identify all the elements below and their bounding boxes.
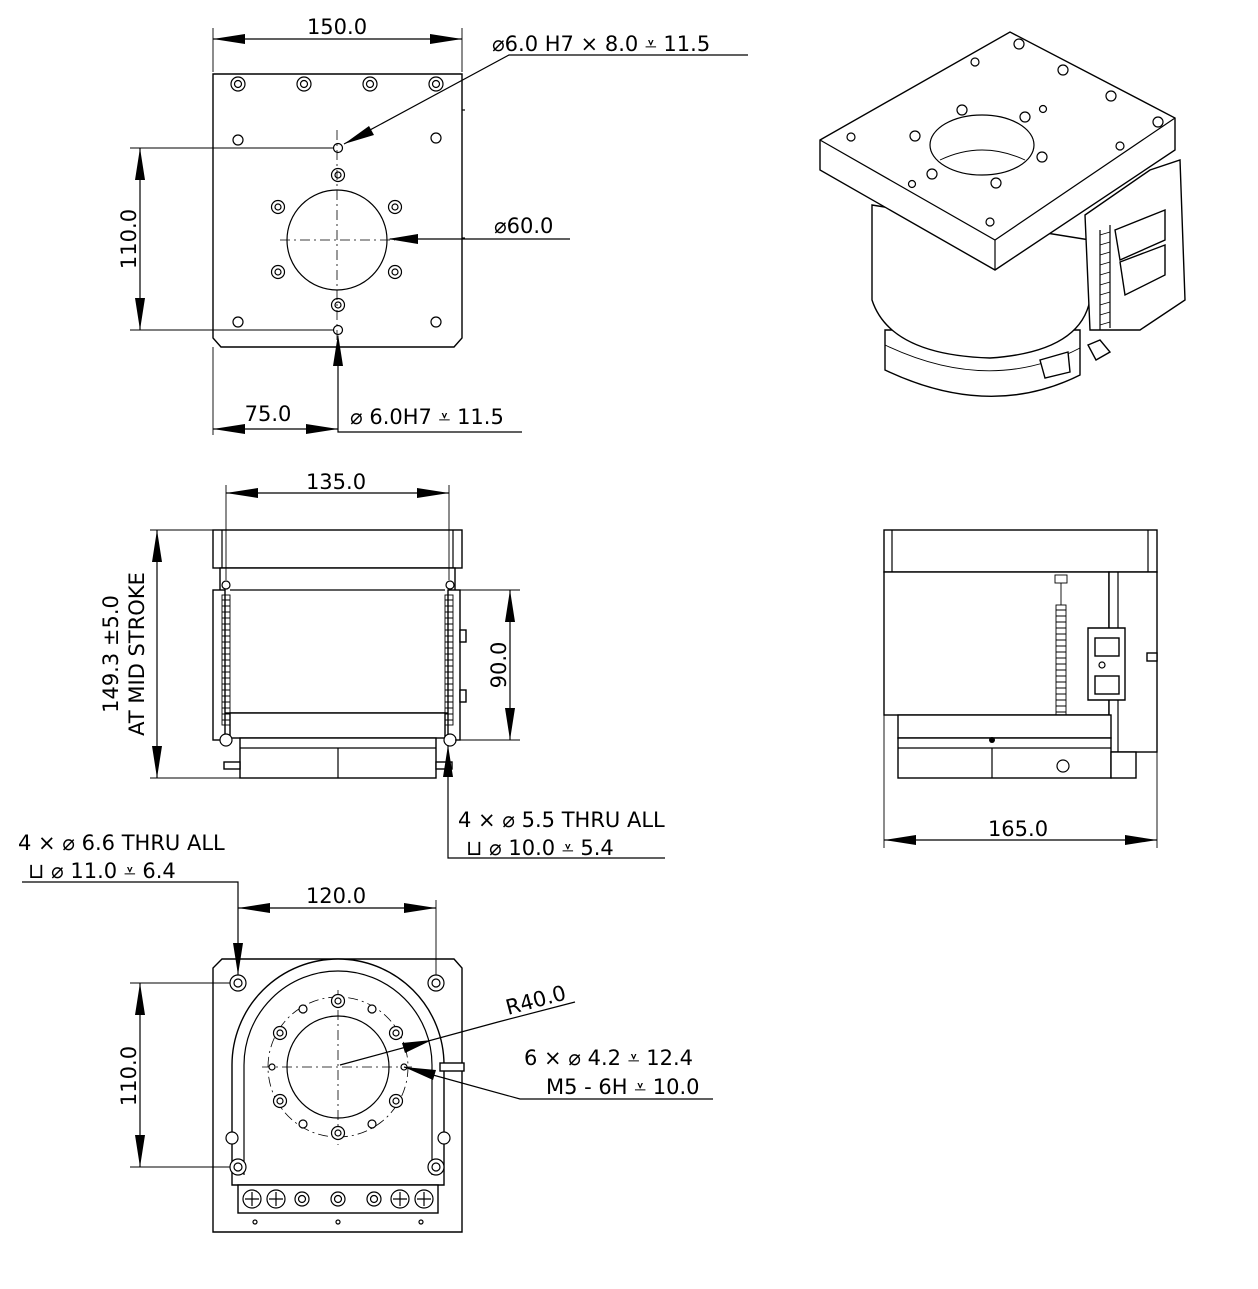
- bottom-bolt-circle: [268, 993, 408, 1141]
- right-base: [897, 737, 1112, 779]
- right-view: 165.0: [883, 529, 1158, 848]
- front-view: 135.0 149.3 ±5.0 AT MID STROKE 90.0 4 × …: [99, 470, 665, 860]
- front-springs: [221, 594, 454, 726]
- svg-text:⌀60.0: ⌀60.0: [494, 214, 553, 238]
- svg-text:⌀6.0 H7 × 8.0 ⩡ 11.5: ⌀6.0 H7 × 8.0 ⩡ 11.5: [492, 32, 710, 56]
- top-view: 150.0 110.0 75.0 ⌀60.0 ⌀6.0 H7 × 8.0 ⩡ 1…: [117, 15, 748, 435]
- iso-top-bore: [929, 114, 1035, 176]
- isometric-view: [819, 31, 1186, 398]
- front-height-dim: 149.3 ±5.0: [99, 595, 123, 713]
- top-pin-callout: 6.0 H7 × 8.0 ⩡ 11.5: [505, 32, 711, 56]
- top-bore-dim: 60.0: [507, 214, 554, 238]
- thread-callout-2: M5 - 6H ⩡ 10.0: [546, 1075, 700, 1099]
- top-plate-screws: [230, 76, 444, 328]
- bottom-width-dim: 120.0: [306, 884, 366, 908]
- front-hole-callout-2: ⊔ ⌀ 10.0 ⩡ 5.4: [466, 836, 614, 860]
- bottom-connector-screws: [242, 1189, 434, 1225]
- bottom-hole-callout-1: 4 × ⌀ 6.6 THRU ALL: [18, 831, 225, 855]
- front-hole-callout-1: 4 × ⌀ 5.5 THRU ALL: [458, 808, 665, 832]
- bottom-height-dim: 110.0: [117, 1046, 141, 1106]
- bottom-corner-holes: [225, 974, 451, 1176]
- right-top-plate: [883, 529, 1158, 573]
- thread-callout-1: 6 × ⌀ 4.2 ⩡ 12.4: [524, 1046, 693, 1070]
- radius-dim: R40.0: [503, 981, 568, 1020]
- bottom-hole-callout-2: ⊔ ⌀ 11.0 ⩡ 6.4: [28, 859, 176, 883]
- svg-text:⌀ 6.0H7 ⩡ 11.5: ⌀ 6.0H7 ⩡ 11.5: [350, 405, 504, 429]
- diameter-symbol: ⌀: [494, 214, 507, 238]
- iso-plate-holes: [846, 38, 1164, 227]
- stroke-dim: 90.0: [487, 642, 511, 689]
- front-height-note: AT MID STROKE: [125, 572, 149, 736]
- right-width-dim: 165.0: [988, 817, 1048, 841]
- bore-bolt-circle: [270, 142, 403, 336]
- top-offset-dim: 75.0: [245, 402, 292, 426]
- bottom-view: 120.0 110.0 4 × ⌀ 6.6 THRU ALL ⊔ ⌀ 11.0 …: [18, 831, 713, 1233]
- front-width-dim: 135.0: [306, 470, 366, 494]
- iso-spring: [1099, 225, 1111, 330]
- right-body: [883, 571, 1110, 716]
- front-top-plate: [212, 529, 463, 569]
- bottom-pin-callout: 6.0H7 ⩡ 11.5: [369, 405, 504, 429]
- top-width-dim: 150.0: [307, 15, 367, 39]
- top-height-dim: 110.0: [117, 209, 141, 269]
